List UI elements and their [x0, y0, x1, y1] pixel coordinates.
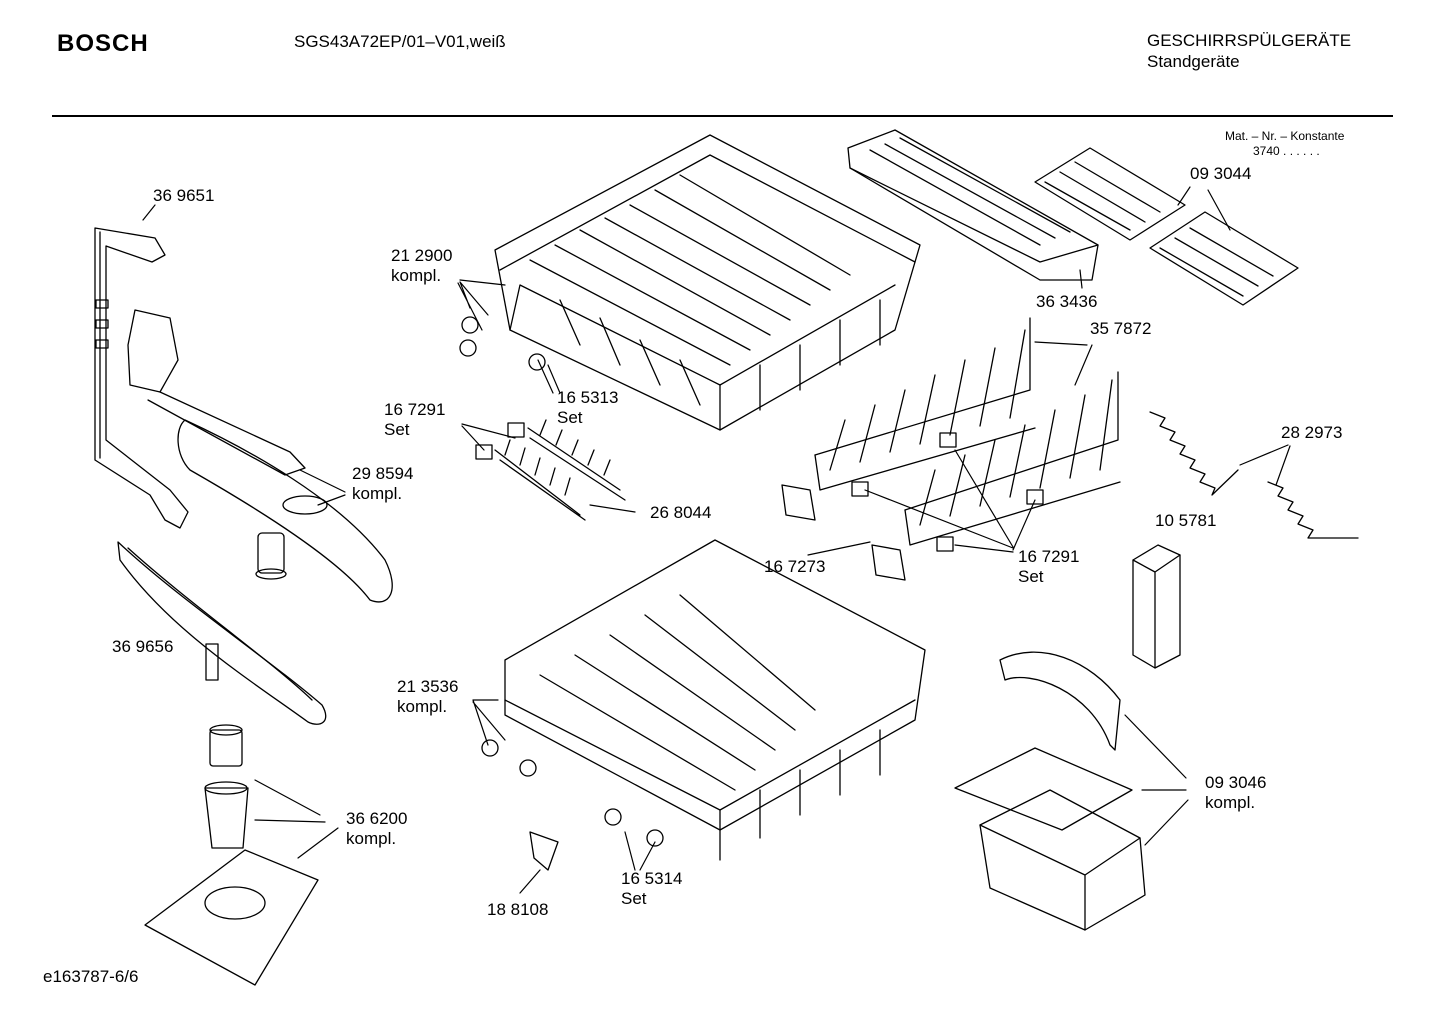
part-number: 16 7291: [1018, 547, 1080, 566]
part-note: Set: [621, 889, 647, 908]
part-number: 21 3536: [397, 677, 459, 696]
supply-pipe-drawing: [95, 228, 188, 528]
part-label-213536: 21 3536 kompl.: [397, 677, 458, 717]
part-note: kompl.: [346, 829, 397, 848]
lower-spray-arm-drawing: [118, 542, 326, 724]
part-number: 16 5313: [557, 388, 619, 407]
clip-rows-drawing: [1035, 148, 1298, 305]
part-number: 35 7872: [1090, 319, 1152, 338]
part-label-282973: 28 2973: [1281, 423, 1342, 443]
part-label-188108: 18 8108: [487, 900, 548, 920]
part-note: kompl.: [397, 697, 448, 716]
part-label-298594: 29 8594 kompl.: [352, 464, 413, 504]
part-label-363436: 36 3436: [1036, 292, 1097, 312]
part-label-093046: 09 3046 kompl.: [1205, 773, 1266, 813]
part-label-369656: 36 9656: [112, 637, 173, 657]
tine-racks-drawing: [815, 318, 1120, 545]
part-note: Set: [557, 408, 583, 427]
header-divider: [52, 115, 1393, 117]
brand-logo: BOSCH: [57, 30, 149, 57]
part-number: 29 8594: [352, 464, 414, 483]
lower-basket-drawing: [482, 540, 925, 870]
category-block: GESCHIRRSPÜLGERÄTE Standgeräte: [1147, 30, 1351, 72]
part-number: 09 3046: [1205, 773, 1267, 792]
model-number: SGS43A72EP/01–V01,weiß: [294, 32, 506, 51]
document-id: e163787-6/6: [43, 967, 139, 986]
filter-assembly-drawing: [145, 725, 318, 985]
part-label-357872: 35 7872: [1090, 319, 1151, 339]
part-note: kompl.: [391, 266, 442, 285]
part-label-369651: 36 9651: [153, 186, 214, 206]
part-number: 16 5314: [621, 869, 683, 888]
cutlery-holder-drawing: [1133, 545, 1180, 668]
part-note: Set: [1018, 567, 1044, 586]
part-number: 36 9656: [112, 637, 174, 656]
part-note: kompl.: [1205, 793, 1256, 812]
part-number: 16 7273: [764, 557, 826, 576]
leader-lines: [143, 187, 1290, 893]
category-title: GESCHIRRSPÜLGERÄTE: [1147, 31, 1352, 50]
part-number: 26 8044: [650, 503, 712, 522]
cutlery-rail-drawing: [848, 130, 1098, 280]
material-constant: Mat. – Nr. – Konstante 3740 . . . . . .: [1225, 129, 1344, 159]
upper-spray-arm-drawing: [128, 310, 392, 602]
part-number: 21 2900: [391, 246, 453, 265]
cutlery-basket-drawing: [955, 652, 1145, 930]
part-label-167291-a: 16 7291 Set: [384, 400, 445, 440]
part-label-105781: 10 5781: [1155, 511, 1216, 531]
part-note: Set: [384, 420, 410, 439]
part-label-268044: 26 8044: [650, 503, 711, 523]
part-label-366200: 36 6200 kompl.: [346, 809, 407, 849]
small-rack-drawing: [495, 420, 625, 520]
material-constant-title: Mat. – Nr. – Konstante: [1225, 129, 1345, 143]
part-note: kompl.: [352, 484, 403, 503]
part-label-165313: 16 5313 Set: [557, 388, 618, 428]
part-label-167273: 16 7273: [764, 557, 825, 577]
part-number: 16 7291: [384, 400, 446, 419]
category-subtitle: Standgeräte: [1147, 52, 1240, 71]
part-number: 10 5781: [1155, 511, 1217, 530]
part-label-212900: 21 2900 kompl.: [391, 246, 452, 286]
part-number: 36 6200: [346, 809, 408, 828]
part-label-093044: 09 3044: [1190, 164, 1251, 184]
step-rails-drawing: [1150, 412, 1358, 538]
part-label-165314: 16 5314 Set: [621, 869, 682, 909]
part-number: 09 3044: [1190, 164, 1252, 183]
small-clips-drawing: [476, 423, 1043, 580]
part-number: 36 3436: [1036, 292, 1098, 311]
part-number: 18 8108: [487, 900, 549, 919]
part-label-167291-b: 16 7291 Set: [1018, 547, 1079, 587]
material-constant-value: 3740 . . . . . .: [1253, 144, 1320, 158]
part-number: 28 2973: [1281, 423, 1343, 442]
upper-basket-drawing: [460, 135, 920, 430]
part-number: 36 9651: [153, 186, 215, 205]
